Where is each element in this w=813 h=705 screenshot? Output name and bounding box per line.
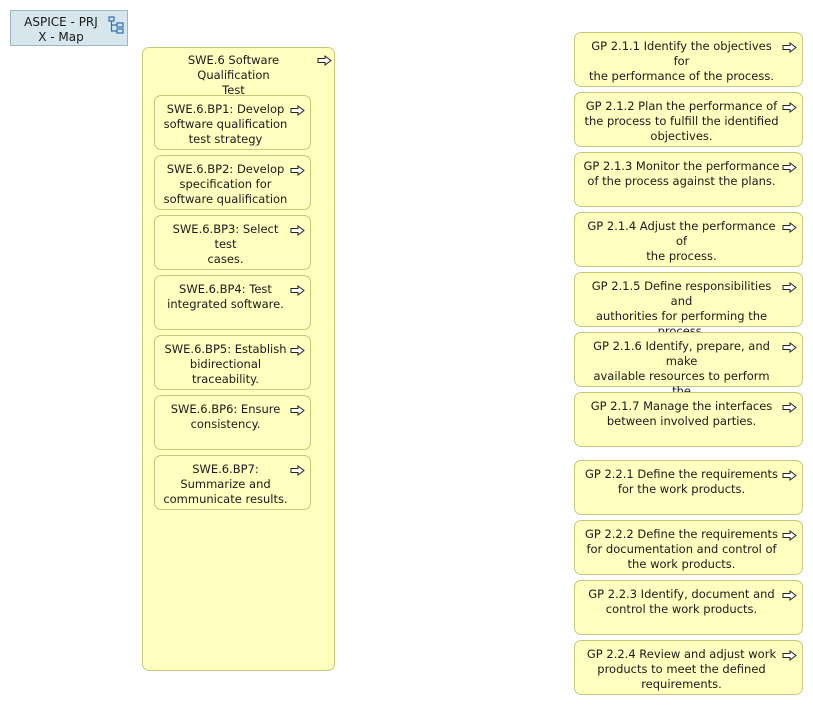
- generic-practice-box-label: GP 2.1.5 Define responsibilities and aut…: [591, 279, 772, 338]
- generic-practice-box-label: GP 2.2.1 Define the requirements for the…: [584, 467, 779, 496]
- base-practice-box-label: SWE.6.BP1: Develop software qualificatio…: [163, 102, 288, 146]
- navigate-arrow-icon[interactable]: [782, 402, 797, 413]
- base-practice-box-label: SWE.6.BP7: Summarize and communicate res…: [163, 462, 288, 506]
- navigate-arrow-icon[interactable]: [290, 345, 305, 356]
- base-practice-box-label: SWE.6.BP5: Establish bidirectional trace…: [164, 342, 287, 386]
- swe6-process-title: SWE.6 Software Qualification Test: [187, 53, 280, 97]
- base-practice-box[interactable]: SWE.6.BP1: Develop software qualificatio…: [154, 95, 311, 150]
- base-practice-box[interactable]: SWE.6.BP5: Establish bidirectional trace…: [154, 335, 311, 390]
- generic-practice-box-label: GP 2.1.7 Manage the interfaces between i…: [590, 399, 773, 428]
- generic-practice-box[interactable]: GP 2.2.2 Define the requirements for doc…: [574, 520, 803, 575]
- navigate-arrow-icon[interactable]: [290, 285, 305, 296]
- map-title: ASPICE - PRJ X - Map: [24, 15, 98, 44]
- base-practice-box-label: SWE.6.BP2: Develop specification for sof…: [163, 162, 288, 206]
- generic-practice-box-label: GP 2.1.1 Identify the objectives for the…: [589, 39, 774, 83]
- navigate-arrow-icon[interactable]: [290, 165, 305, 176]
- navigate-arrow-icon[interactable]: [782, 102, 797, 113]
- navigate-arrow-icon[interactable]: [782, 342, 797, 353]
- navigate-arrow-icon[interactable]: [782, 162, 797, 173]
- navigate-arrow-icon[interactable]: [290, 105, 305, 116]
- generic-practice-box-label: GP 2.1.4 Adjust the performance of the p…: [587, 219, 776, 263]
- generic-practice-box[interactable]: GP 2.1.2 Plan the performance of the pro…: [574, 92, 803, 147]
- navigate-arrow-icon[interactable]: [782, 42, 797, 53]
- generic-practice-box-label: GP 2.1.3 Monitor the performance of the …: [583, 159, 780, 188]
- navigate-arrow-icon[interactable]: [782, 222, 797, 233]
- navigate-arrow-icon[interactable]: [290, 405, 305, 416]
- generic-practice-box[interactable]: GP 2.2.3 Identify, document and control …: [574, 580, 803, 635]
- base-practice-box[interactable]: SWE.6.BP7: Summarize and communicate res…: [154, 455, 311, 510]
- navigate-arrow-icon[interactable]: [782, 470, 797, 481]
- base-practice-box-label: SWE.6.BP3: Select test cases.: [172, 222, 279, 266]
- generic-practice-box[interactable]: GP 2.1.6 Identify, prepare, and make ava…: [574, 332, 803, 413]
- generic-practice-box[interactable]: GP 2.1.3 Monitor the performance of the …: [574, 152, 803, 207]
- generic-practice-box-label: GP 2.2.2 Define the requirements for doc…: [584, 527, 779, 571]
- map-header-box[interactable]: ASPICE - PRJ X - Map: [10, 10, 128, 46]
- generic-practice-box[interactable]: GP 2.1.7 Manage the interfaces between i…: [574, 392, 803, 447]
- generic-practice-box[interactable]: GP 2.2.4 Review and adjust work products…: [574, 640, 803, 695]
- base-practice-box[interactable]: SWE.6.BP6: Ensure consistency.: [154, 395, 311, 450]
- base-practice-box[interactable]: SWE.6.BP3: Select test cases.: [154, 215, 311, 270]
- generic-practice-box[interactable]: GP 2.1.4 Adjust the performance of the p…: [574, 212, 803, 267]
- generic-practice-box-label: GP 2.2.3 Identify, document and control …: [588, 587, 775, 616]
- navigate-arrow-icon[interactable]: [782, 590, 797, 601]
- generic-practice-box[interactable]: GP 2.1.5 Define responsibilities and aut…: [574, 272, 803, 338]
- base-practice-box-label: SWE.6.BP6: Ensure consistency.: [170, 402, 281, 431]
- base-practice-box[interactable]: SWE.6.BP2: Develop specification for sof…: [154, 155, 311, 210]
- base-practice-box[interactable]: SWE.6.BP4: Test integrated software.: [154, 275, 311, 330]
- generic-practice-box-label: GP 2.2.4 Review and adjust work products…: [586, 647, 777, 691]
- hierarchy-icon[interactable]: [108, 16, 124, 37]
- base-practice-box-label: SWE.6.BP4: Test integrated software.: [167, 282, 284, 311]
- navigate-arrow-icon[interactable]: [290, 225, 305, 236]
- navigate-arrow-icon[interactable]: [782, 530, 797, 541]
- navigate-arrow-icon[interactable]: [782, 650, 797, 661]
- generic-practice-box[interactable]: GP 2.2.1 Define the requirements for the…: [574, 460, 803, 515]
- generic-practice-box-label: GP 2.1.2 Plan the performance of the pro…: [584, 99, 779, 143]
- navigate-arrow-icon[interactable]: [782, 282, 797, 293]
- navigate-arrow-icon[interactable]: [317, 55, 332, 66]
- navigate-arrow-icon[interactable]: [290, 465, 305, 476]
- generic-practice-box[interactable]: GP 2.1.1 Identify the objectives for the…: [574, 32, 803, 87]
